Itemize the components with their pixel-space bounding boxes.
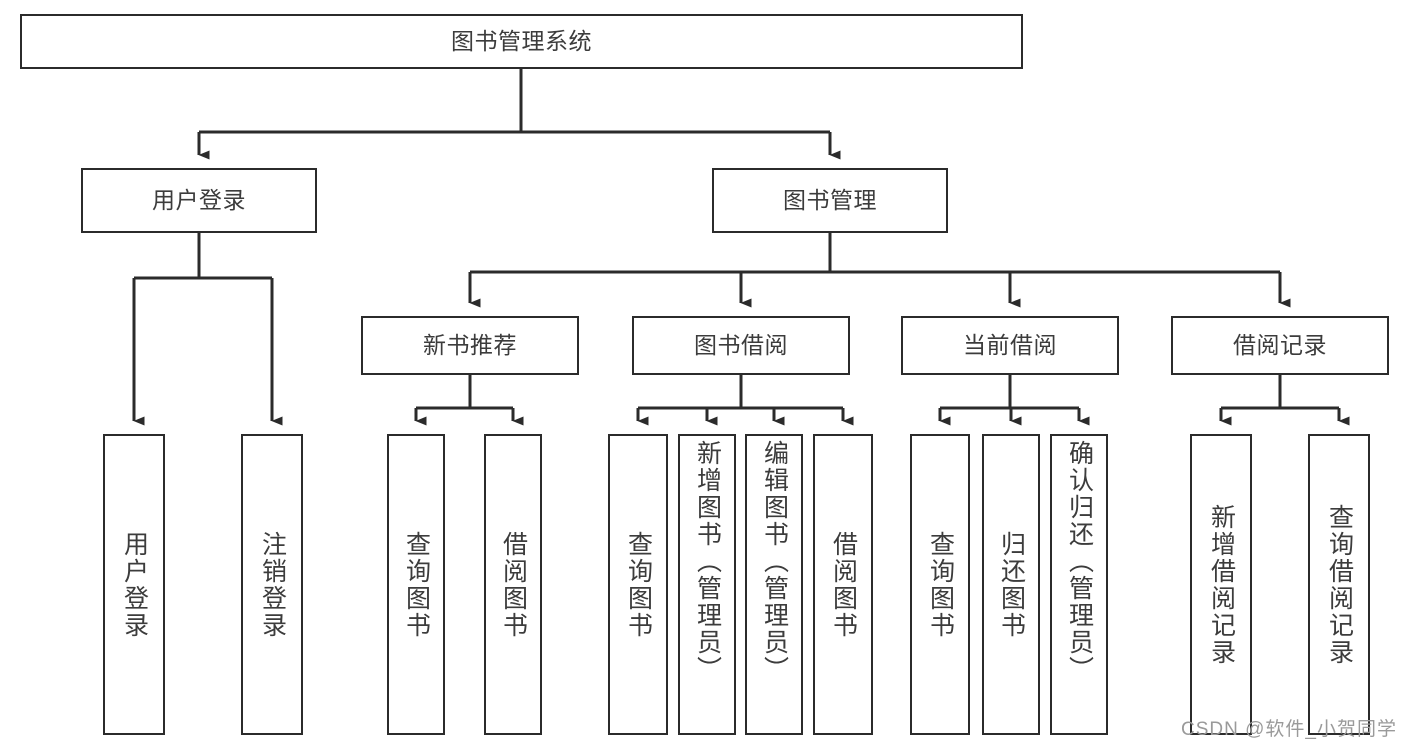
leaf-borrow-book-newbook-label: 借阅图书 — [499, 530, 528, 639]
node-book-management-label: 图书管理 — [783, 186, 877, 213]
leaf-query-book-borrow-label: 查询图书 — [624, 530, 653, 639]
node-book-management[interactable]: 图书管理 — [712, 168, 948, 233]
csdn-watermark: CSDN @软件_小贺同学 — [1181, 719, 1397, 740]
node-current-borrow[interactable]: 当前借阅 — [901, 316, 1119, 375]
leaf-edit-book-admin-label: 编辑图书（管理员） — [760, 440, 789, 683]
leaf-user-login[interactable]: 用户登录 — [103, 434, 165, 735]
leaf-borrow-book-newbook[interactable]: 借阅图书 — [484, 434, 542, 735]
node-borrow-records-label: 借阅记录 — [1233, 331, 1327, 358]
node-book-borrow[interactable]: 图书借阅 — [632, 316, 850, 375]
node-book-borrow-label: 图书借阅 — [694, 331, 788, 358]
leaf-add-book-admin[interactable]: 新增图书（管理员） — [678, 434, 736, 735]
node-root[interactable]: 图书管理系统 — [20, 14, 1023, 69]
leaf-add-book-admin-label: 新增图书（管理员） — [693, 440, 722, 683]
leaf-return-book[interactable]: 归还图书 — [982, 434, 1040, 735]
node-user-login-label: 用户登录 — [152, 186, 246, 213]
leaf-edit-book-admin[interactable]: 编辑图书（管理员） — [745, 434, 803, 735]
node-current-borrow-label: 当前借阅 — [963, 331, 1057, 358]
leaf-return-book-label: 归还图书 — [997, 530, 1026, 639]
leaf-add-borrow-record[interactable]: 新增借阅记录 — [1190, 434, 1252, 735]
node-user-login[interactable]: 用户登录 — [81, 168, 317, 233]
leaf-borrow-book-label: 借阅图书 — [829, 530, 858, 639]
leaf-logout[interactable]: 注销登录 — [241, 434, 303, 735]
leaf-query-book-newbook[interactable]: 查询图书 — [387, 434, 445, 735]
leaf-query-book-borrow[interactable]: 查询图书 — [608, 434, 668, 735]
leaf-query-book-newbook-label: 查询图书 — [402, 530, 431, 639]
leaf-confirm-return-admin[interactable]: 确认归还（管理员） — [1050, 434, 1108, 735]
leaf-confirm-return-admin-label: 确认归还（管理员） — [1065, 440, 1094, 683]
node-new-book-recommend-label: 新书推荐 — [423, 331, 517, 358]
leaf-user-login-label: 用户登录 — [120, 530, 149, 639]
leaf-logout-label: 注销登录 — [258, 530, 287, 639]
node-borrow-records[interactable]: 借阅记录 — [1171, 316, 1389, 375]
node-new-book-recommend[interactable]: 新书推荐 — [361, 316, 579, 375]
leaf-query-book-current[interactable]: 查询图书 — [910, 434, 970, 735]
leaf-query-borrow-record[interactable]: 查询借阅记录 — [1308, 434, 1370, 735]
leaf-borrow-book[interactable]: 借阅图书 — [813, 434, 873, 735]
node-root-label: 图书管理系统 — [451, 27, 592, 54]
leaf-query-borrow-record-label: 查询借阅记录 — [1325, 503, 1354, 666]
leaf-add-borrow-record-label: 新增借阅记录 — [1207, 503, 1236, 666]
leaf-query-book-current-label: 查询图书 — [926, 530, 955, 639]
